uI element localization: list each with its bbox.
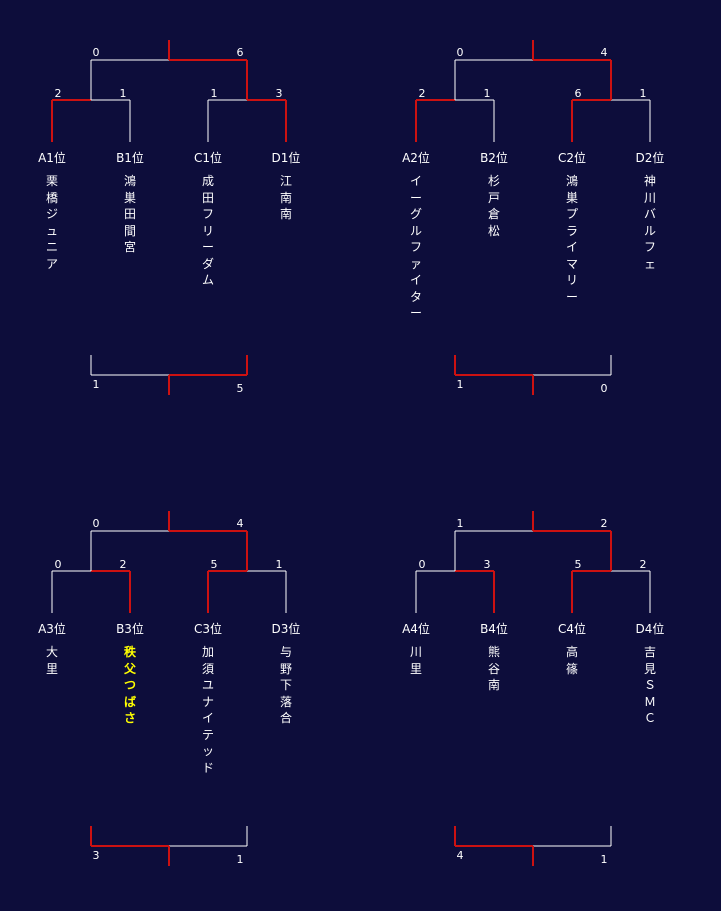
team-seed-label: D4位 (635, 622, 665, 636)
sf1-left-score: 0 (54, 558, 62, 571)
sf2-left-score: 6 (574, 87, 582, 100)
team-name: 大里 (45, 645, 58, 676)
team-seed-label: A2位 (402, 151, 430, 165)
third-left-score: 1 (92, 378, 100, 391)
sf1-right-score: 1 (483, 87, 491, 100)
tournament-brackets: 0 6 2 1 1 3 1 5 A1位栗橋ジュニア B1位鴻巣田間宮 C1位成田フリーダム D1位江南… (0, 0, 721, 866)
sf1-right-score: 1 (119, 87, 127, 100)
bracket-lines (51, 40, 287, 395)
sf2-left-score: 5 (210, 558, 218, 571)
team-name: 秩父つばさ (123, 645, 136, 725)
team-name: イーグルファイター (409, 174, 422, 320)
team-seed-label: B4位 (480, 622, 508, 636)
third-right-score: 0 (600, 382, 608, 395)
bracket-lines (415, 511, 651, 866)
sf2-right-score: 1 (639, 87, 647, 100)
bracket-lines (51, 511, 287, 866)
team-name: 神川バルフェ (643, 174, 656, 271)
sf2-right-score: 2 (639, 558, 647, 571)
team-name: 熊谷南 (487, 645, 500, 692)
team-seed-label: C3位 (193, 622, 223, 636)
team-seed-label: A3位 (38, 622, 66, 636)
third-left-score: 3 (92, 849, 100, 862)
third-right-score: 1 (236, 853, 244, 866)
team-name: 高篠 (565, 645, 578, 676)
team-name: 成田フリーダム (201, 174, 214, 287)
team-seed-label: D2位 (635, 151, 665, 165)
sf2-left-score: 5 (574, 558, 582, 571)
team-seed-label: C1位 (193, 151, 223, 165)
third-right-score: 1 (600, 853, 608, 866)
sf1-left-score: 0 (418, 558, 426, 571)
sf2-right-score: 3 (275, 87, 283, 100)
third-left-score: 4 (456, 849, 464, 862)
team-seed-label: D1位 (271, 151, 301, 165)
team-seed-label: B2位 (480, 151, 508, 165)
team-seed-label: C2位 (557, 151, 587, 165)
sf1-right-score: 2 (119, 558, 127, 571)
third-right-score: 5 (236, 382, 244, 395)
third-left-score: 1 (456, 378, 464, 391)
final-right-score: 2 (600, 517, 608, 530)
team-name: 江南南 (279, 174, 292, 221)
team-name: 鴻巣田間宮 (123, 174, 136, 254)
team-name: 杉戸倉松 (487, 174, 500, 238)
sf2-left-score: 1 (210, 87, 218, 100)
team-seed-label: B3位 (116, 622, 144, 636)
sf1-left-score: 2 (54, 87, 62, 100)
bracket-group-1: 0 6 2 1 1 3 1 5 A1位栗橋ジュニア B1位鴻巣田間宮 C1位成田フリーダム D1位江南… (0, 0, 360, 440)
team-name: 加須ユナイテッド (201, 645, 214, 775)
team-seed-label: D3位 (271, 622, 301, 636)
final-right-score: 6 (236, 46, 244, 59)
sf2-right-score: 1 (275, 558, 283, 571)
team-name: 吉見ＳＭＣ (643, 645, 656, 725)
team-seed-label: C4位 (557, 622, 587, 636)
final-left-score: 0 (456, 46, 464, 59)
final-left-score: 0 (92, 517, 100, 530)
sf1-right-score: 3 (483, 558, 491, 571)
team-name: 栗橋ジュニア (45, 174, 58, 271)
sf1-left-score: 2 (418, 87, 426, 100)
final-right-score: 4 (600, 46, 608, 59)
team-seed-label: B1位 (116, 151, 144, 165)
team-name: 川里 (409, 645, 422, 676)
team-seed-label: A1位 (38, 151, 66, 165)
final-left-score: 1 (456, 517, 464, 530)
final-left-score: 0 (92, 46, 100, 59)
final-right-score: 4 (236, 517, 244, 530)
team-name: 鴻巣プライマリー (565, 174, 578, 304)
team-seed-label: A4位 (402, 622, 430, 636)
team-name: 与野下落合 (279, 645, 292, 725)
bracket-lines (415, 40, 651, 395)
